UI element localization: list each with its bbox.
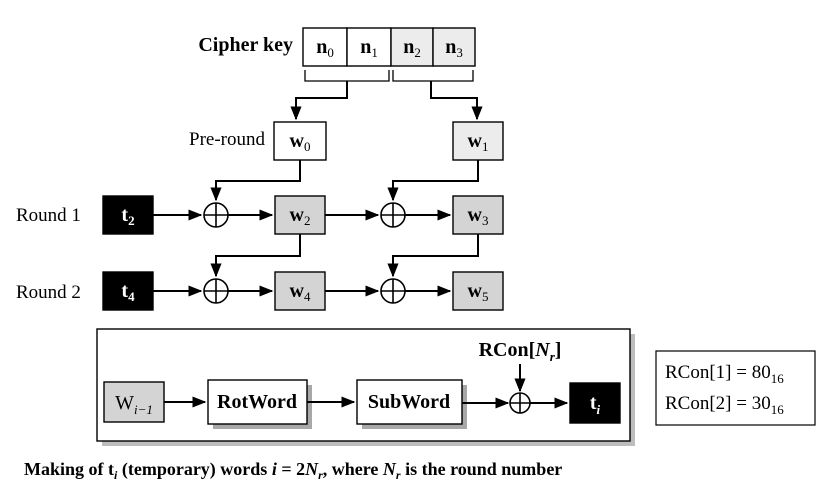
xor-inset [509, 392, 531, 414]
round2-label: Round 2 [16, 282, 81, 303]
rcon-label: RCon[Nr] [479, 339, 562, 364]
word-w4 [274, 271, 326, 311]
xor-r1-b [380, 202, 406, 228]
key-connectors [290, 81, 483, 121]
round2-connectors [153, 234, 479, 297]
caption: Making of ti (temporary) words i = 2Nr, … [24, 459, 562, 482]
inset-connectors [164, 364, 569, 409]
rcon-row-2: RCon[2] = 3016 [665, 393, 784, 417]
inset-input-label: Wi−1 [115, 392, 153, 417]
key-brackets [304, 70, 474, 82]
word-w1-label: w1 [468, 130, 489, 154]
temp-t2-label: t2 [121, 204, 134, 228]
word-w2-label: w2 [290, 204, 311, 228]
inset-output-t [569, 382, 621, 424]
word-w4-label: w4 [290, 280, 311, 304]
temp-t4 [102, 271, 154, 311]
word-w3 [452, 195, 504, 235]
temp-t4-label: t4 [121, 280, 135, 304]
subword-label: SubWord [368, 391, 450, 413]
cipher-key-label: Cipher key [198, 34, 293, 56]
word-w5-label: w5 [468, 280, 489, 304]
xor-r1-a [203, 202, 229, 228]
rotword-label: RotWord [217, 391, 297, 413]
word-w3-label: w3 [468, 204, 489, 228]
key-cell-n0: n0 [316, 36, 334, 60]
subword-box [356, 379, 467, 429]
rcon-row-1: RCon[1] = 8016 [665, 362, 784, 386]
word-w5 [452, 271, 504, 311]
key-cell-n3: n3 [445, 36, 463, 60]
xor-r2-a [203, 278, 229, 304]
cipher-key-cells [302, 27, 476, 67]
inset-output-label: ti [590, 392, 601, 417]
rotword-box [207, 379, 312, 429]
round1-connectors [153, 160, 479, 221]
key-cell-n1: n1 [360, 36, 378, 60]
preround-label: Pre-round [189, 129, 265, 150]
word-w0-label: w0 [290, 130, 311, 154]
round1-label: Round 1 [16, 205, 81, 226]
temp-t2 [102, 195, 154, 235]
xor-r2-b [380, 278, 406, 304]
rcon-table [655, 350, 816, 426]
key-cell-n2: n2 [403, 36, 421, 60]
